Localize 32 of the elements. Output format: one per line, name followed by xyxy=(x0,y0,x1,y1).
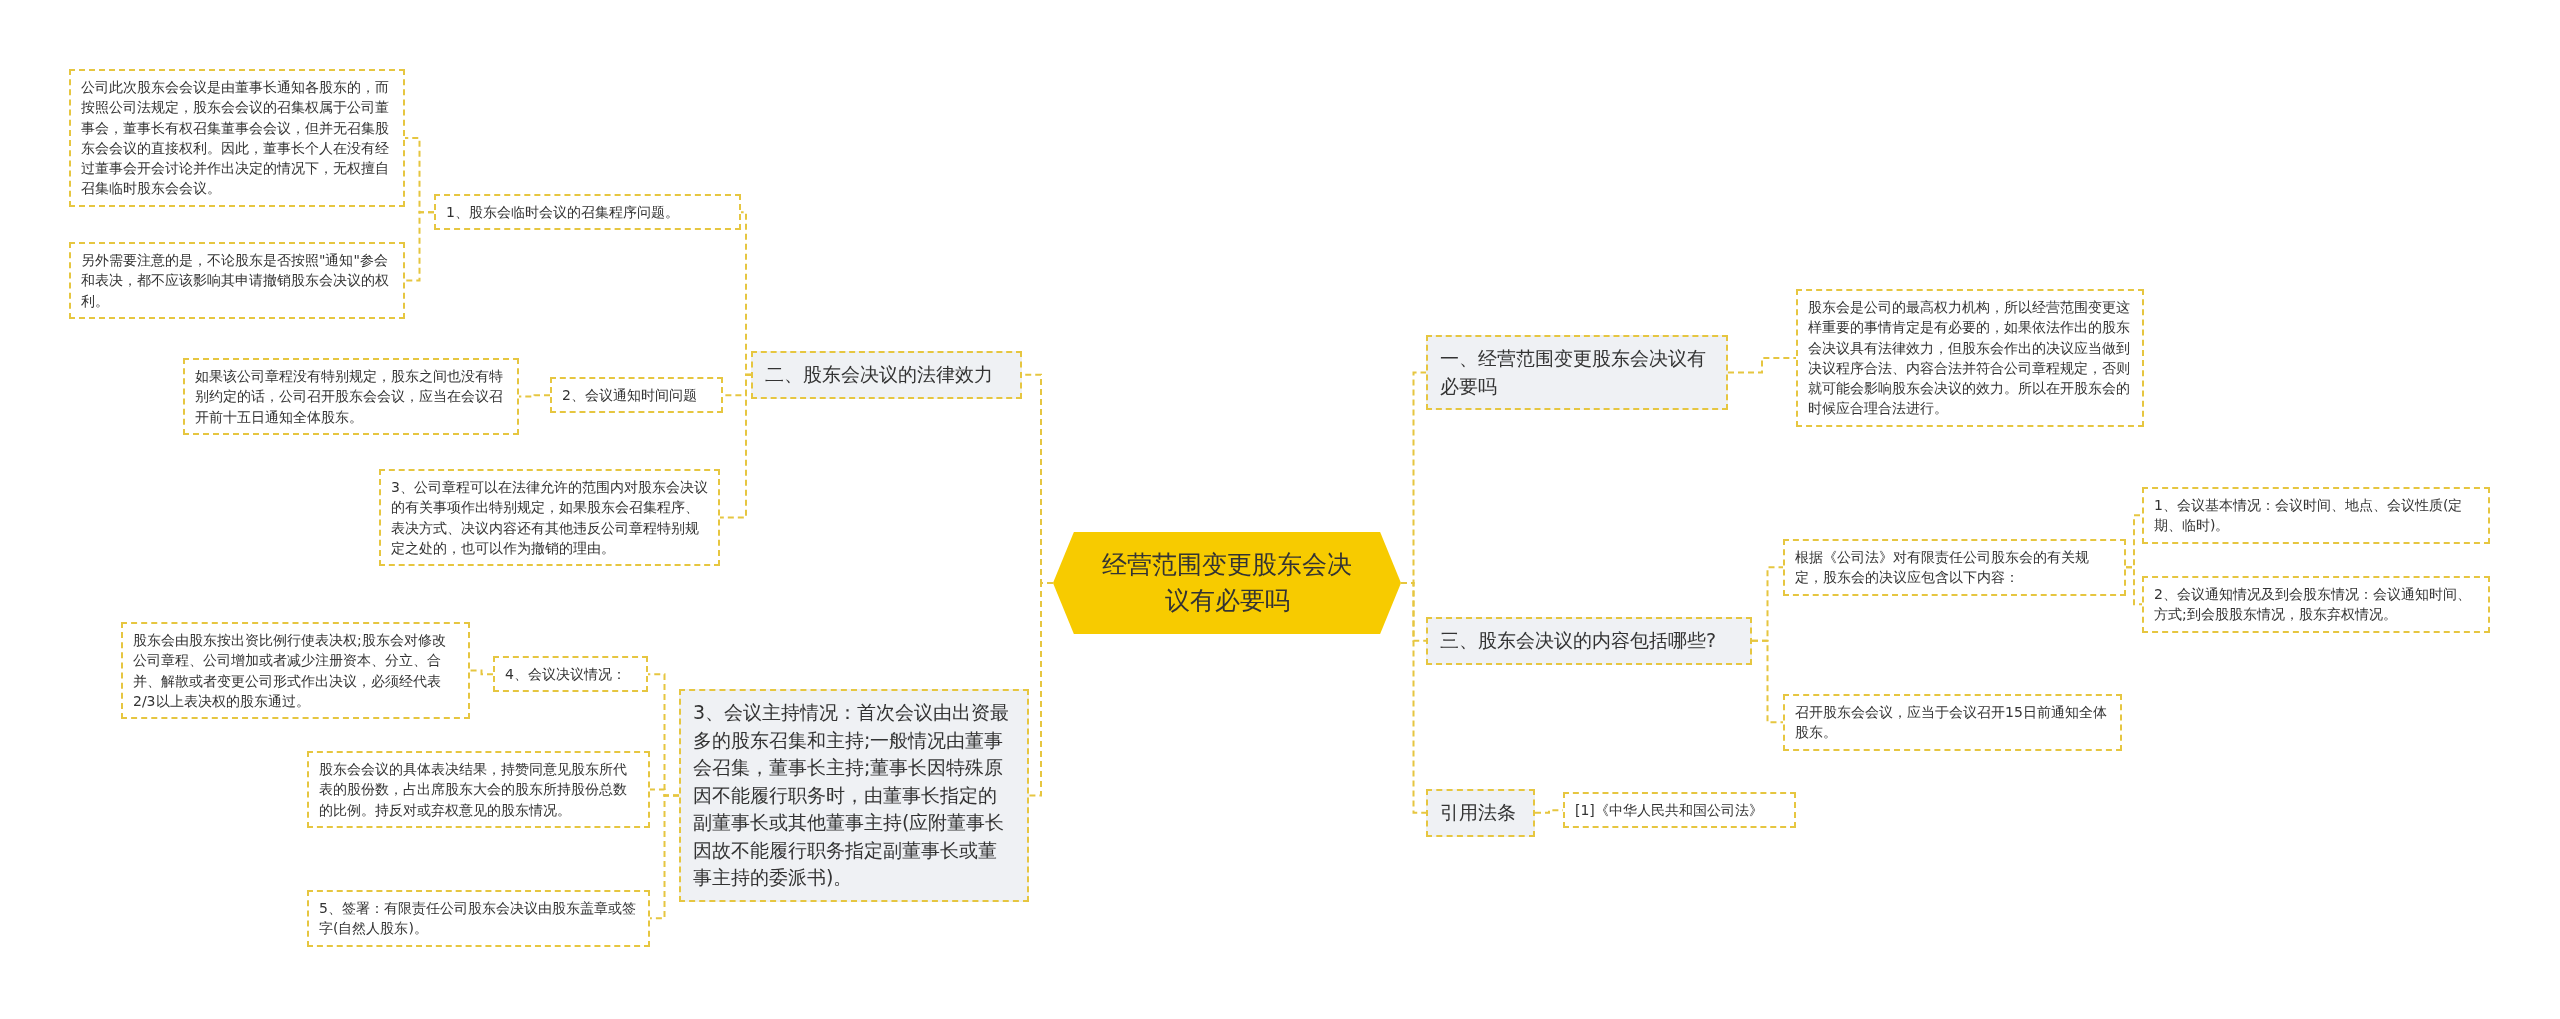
text-box: 1、股东会临时会议的召集程序问题。 xyxy=(434,194,741,231)
text-box: 5、签署：有限责任公司股东会决议由股东盖章或签字(自然人股东)。 xyxy=(307,890,650,947)
connector-line xyxy=(2125,566,2143,606)
connector-line xyxy=(1028,582,1054,797)
text-box: 4、会议决议情况： xyxy=(493,656,648,693)
connector-line xyxy=(518,394,551,398)
connector-line xyxy=(1727,356,1797,374)
text-box: 根据《公司法》对有限责任公司股东会的有关规定，股东会的决议应包含以下内容： xyxy=(1783,539,2126,596)
text-box: 股东会由股东按出资比例行使表决权;股东会对修改公司章程、公司增加或者减少注册资本、分立、合并、解散或者变更公司形式作出决议，必须经代表2/3以上表决权的股东通过。 xyxy=(121,622,470,720)
topic-box: 3、会议主持情况：首次会议由出资最多的股东召集和主持;一般情况由董事会召集，董事长主持;董事长因特殊原因不能履行职务时，由董事长指定的副董事长或其他董事主持(应附董事长因故不能履行职务指定副董事长或董事主持的委派书)。 xyxy=(679,689,1029,902)
connector-line xyxy=(404,211,435,282)
connector-line xyxy=(1400,582,1427,814)
text-box: 3、公司章程可以在法律允许的范围内对股东会决议的有关事项作出特别规定，如果股东会召集程序、表决方式、决议内容还有其他违反公司章程特别规定之处的，也可以作为撤销的理由。 xyxy=(379,469,720,567)
text-box: [1]《中华人民共和国公司法》 xyxy=(1563,792,1796,829)
text-box: 公司此次股东会会议是由董事长通知各股东的，而按照公司法规定，股东会会议的召集权属于公司董事会，董事长有权召集董事会会议，但并无召集股东会会议的直接权利。因此，董事长个人在没有经过董事会开会讨论并作出决定的情况下，无权擅自召集临时股东会会议。 xyxy=(69,69,405,207)
text-box: 2、会议通知时间问题 xyxy=(550,377,723,414)
connector-line xyxy=(469,669,494,676)
text-box: 股东会会议的具体表决结果，持赞同意见股东所代表的股份数，占出席股东大会的股东所持股份总数的比例。持反对或弃权意见的股东情况。 xyxy=(307,751,650,828)
topic-box: 二、股东会决议的法律效力 xyxy=(751,351,1022,399)
topic-box: 一、经营范围变更股东会决议有必要吗 xyxy=(1426,335,1728,411)
text-box: 如果该公司章程没有特别规定，股东之间也没有特别约定的话，公司召开股东会会议，应当在会议召开前十五日通知全体股东。 xyxy=(183,358,519,435)
text-box: 2、会议通知情况及到会股东情况：会议通知时间、方式;到会股股东情况，股东弃权情况。 xyxy=(2142,576,2490,633)
connector-line xyxy=(719,373,752,519)
text-box: 另外需要注意的是，不论股东是否按照"通知"参会和表决，都不应该影响其申请撤销股东会决议的权利。 xyxy=(69,242,405,319)
topic-box: 三、股东会决议的内容包括哪些? xyxy=(1426,617,1752,665)
connector-line xyxy=(1751,639,1784,724)
text-box: 召开股东会会议，应当于会议召开15日前通知全体股东。 xyxy=(1783,694,2122,751)
text-box: 股东会是公司的最高权力机构，所以经营范围变更这样重要的事情肯定是有必要的，如果依法作出的股东会决议具有法律效力，但股东会作出的决议应当做到决议程序合法、内容合法并符合公司章程规定，否则就可能会影响股东会决议的效力。所以在开股东会的时候应合理合法进行。 xyxy=(1796,289,2144,427)
text-box: 1、会议基本情况：会议时间、地点、会议性质(定期、临时)。 xyxy=(2142,487,2490,544)
central-topic-hexagon: 经营范围变更股东会决议有必要吗 xyxy=(1053,532,1401,634)
connector-line xyxy=(649,794,680,920)
topic-box: 引用法条 xyxy=(1426,789,1535,837)
